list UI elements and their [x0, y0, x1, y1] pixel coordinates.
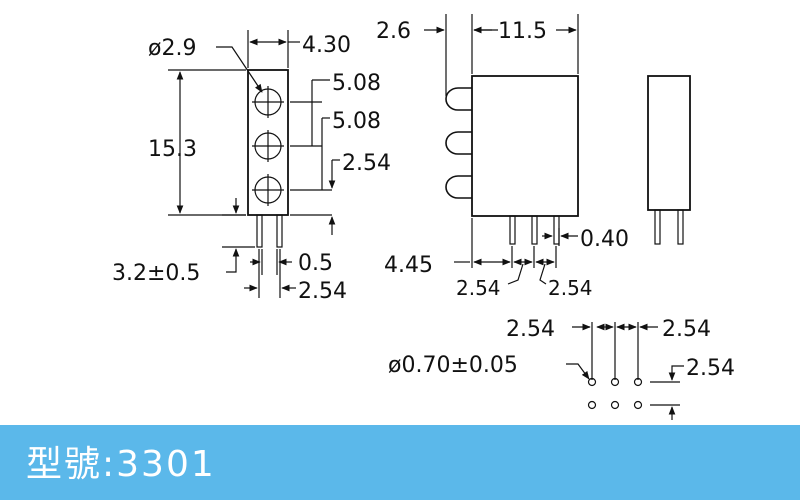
- front-view: ø2.9 4.30 15.3 5.08 5.08 2.54 3.: [112, 30, 391, 304]
- led-hole-top: [252, 86, 284, 118]
- front-pitch-1-label: 5.08: [332, 71, 381, 96]
- front-lead-width-label: 0.5: [298, 251, 333, 276]
- side-view-housing: [471, 75, 579, 217]
- pcb-pitch-x-2-label: 2.54: [662, 317, 711, 342]
- front-height-label: 15.3: [148, 137, 197, 162]
- side-lead-thickness-label: 0.40: [580, 227, 629, 252]
- led-dome-top: [445, 87, 472, 111]
- technical-drawing: ø2.9 4.30 15.3 5.08 5.08 2.54 3.: [112, 14, 735, 420]
- pcb-hole-grid: [587, 377, 643, 410]
- led-dome-bottom: [445, 175, 472, 199]
- side-body-length-label: 11.5: [498, 19, 547, 44]
- side-view: 2.6 11.5 0.40 4.45 2.54 2.54: [376, 14, 629, 300]
- front-bottom-offset-label: 2.54: [342, 151, 391, 176]
- led-hole-middle: [252, 130, 284, 162]
- pcb-pitch-x-1-label: 2.54: [506, 317, 555, 342]
- pcb-hole-diameter-label: ø0.70±0.05: [388, 353, 518, 378]
- front-width-label: 4.30: [302, 33, 351, 58]
- model-banner: 型號:3301: [0, 425, 800, 500]
- side-view-leads: [509, 215, 560, 245]
- side-lead-offset-label: 4.45: [384, 253, 433, 278]
- led-dome-middle: [445, 131, 472, 155]
- side-lead-pitch-1-label: 2.54: [456, 276, 501, 300]
- led-hole-bottom: [252, 174, 284, 206]
- end-view-housing: [647, 75, 691, 211]
- front-lead-length-label: 3.2±0.5: [112, 261, 200, 286]
- front-hole-diameter-label: ø2.9: [148, 36, 196, 61]
- model-label: 型號:3301: [26, 444, 216, 485]
- side-lead-pitch-2-label: 2.54: [548, 276, 593, 300]
- end-view: [647, 75, 691, 245]
- front-lead-spacing-label: 2.54: [298, 279, 347, 304]
- side-led-protrusion-label: 2.6: [376, 19, 411, 44]
- front-view-leads: [256, 214, 283, 248]
- pcb-layout: 2.54 2.54 ø0.70±0.05 2.54: [388, 317, 735, 420]
- pcb-pitch-y-label: 2.54: [686, 356, 735, 381]
- front-pitch-2-label: 5.08: [332, 109, 381, 134]
